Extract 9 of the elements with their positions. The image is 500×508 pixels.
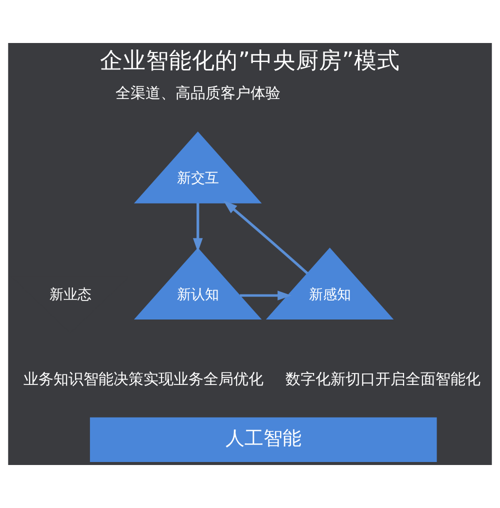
label: 数字化新切口开启全面智能化: [286, 370, 481, 388]
node-text: 新业态: [49, 286, 92, 303]
node-box: 人工智能: [90, 417, 437, 462]
label: 全渠道、高品质客户体验: [115, 84, 280, 102]
arrow: [223, 200, 308, 274]
arrow: [192, 203, 203, 252]
label: 业务知识智能决策实现业务全局优化: [24, 370, 264, 388]
arrow: [240, 290, 292, 300]
diagram-title: 企业智能化的”中央厨房”模式: [100, 48, 400, 74]
